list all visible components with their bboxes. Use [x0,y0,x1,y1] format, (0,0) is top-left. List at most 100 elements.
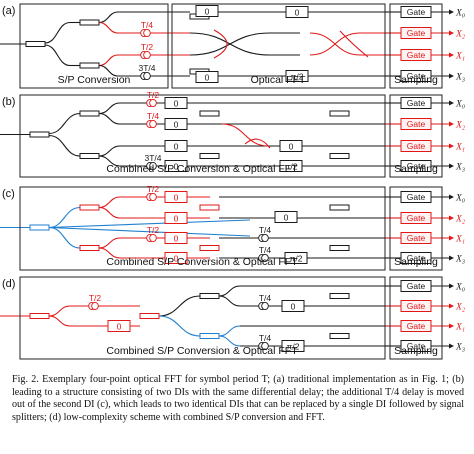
phase-shifter-label: 0 [117,321,122,331]
section-title: Sampling [394,74,438,86]
arrowhead [449,255,454,261]
output-label: X₀ [455,283,465,293]
waveguide [48,315,71,327]
section-title: S/P Conversion [58,74,131,86]
delay-coil [261,341,269,351]
phase-shifter [164,232,188,244]
output-label: X₃ [455,255,465,265]
delay-label: T/4 [259,225,272,235]
delay-label: T/4 [259,245,272,255]
phase-shifter-label: 0 [174,233,179,243]
delay-coil [149,119,157,129]
gate-label: Gate [407,281,426,291]
combined-frame [19,276,386,360]
waveguide [98,206,121,219]
phase-shifter [164,140,188,152]
waveguide [218,295,241,307]
waveguide [48,206,81,229]
phase-shifter-label: 0 [205,72,210,82]
waveguide [98,54,119,67]
crossing-arrow [244,138,271,149]
phase-shifter-label: 0 [289,141,294,151]
phase-shifter-label: π/2 [287,341,300,351]
gate-label: Gate [407,161,426,171]
waveguide [218,325,241,337]
arrowhead [449,343,454,349]
arrowhead [449,30,454,36]
gate-box [400,6,432,18]
section-title: Combined S/P Conversion & Optical FFT [106,163,298,175]
phase-shifter [164,252,188,264]
waveguide [48,219,251,229]
gate-box [400,212,432,224]
delay-coil [149,192,157,202]
delay-coil [261,233,269,243]
waveguide [98,11,119,24]
coupler [199,153,220,159]
arrowhead [449,235,454,241]
phase-shifter [279,140,303,152]
coupler [29,131,50,138]
arrowhead [449,100,454,106]
waveguide [98,196,121,209]
delay-label: T/4 [259,333,272,343]
waveguide [44,21,71,44]
output-label: X₃ [455,343,465,353]
waveguide [48,226,251,237]
phase-shifter [195,5,219,17]
output-label: X₁ [455,52,465,62]
panel-label: (a) [2,5,15,17]
section-title: Optical FFT [251,74,306,86]
gate-label: Gate [407,119,426,129]
output-label: X₂ [455,303,466,313]
gate-box [400,160,432,172]
phase-shifter-label: π/2 [285,161,298,171]
gate-label: Gate [407,341,426,351]
waveguide [189,32,271,56]
arrowhead [449,283,454,289]
arrowhead [449,9,454,15]
output-label: X₀ [455,100,465,110]
phase-shifter-label: 0 [174,192,179,202]
waveguide [48,112,81,135]
output-label: X₃ [455,73,465,83]
delay-coil [261,301,269,311]
gate-box [400,340,432,352]
arrowhead [449,303,454,309]
output-label: X₀ [455,194,465,204]
coupler [79,110,100,117]
delay-coil [149,161,157,171]
gate-box [400,300,432,312]
waveguide [158,295,201,317]
crossing-arrow [339,30,369,58]
coupler [79,204,100,211]
delay-label: 3T/4 [144,153,161,163]
coupler [199,333,220,339]
delay-label: T/2 [147,225,160,235]
gate-box [400,97,432,109]
phase-shifter [164,118,188,130]
section-title: Combined S/P Conversion & Optical FFT [106,256,298,268]
output-label: X₂ [455,30,466,40]
gate-label: Gate [407,213,426,223]
optical-fft-diagram: (a) S/P Conversion Optical FFT SamplingGate… [0,3,466,360]
phase-shifter-label: 0 [174,119,179,129]
phase-shifter-label: 0 [174,253,179,263]
gate-label: Gate [407,253,426,263]
phase-shifter [164,212,188,224]
coupler [199,293,220,299]
coupler [329,245,350,251]
waveguide [44,44,71,67]
gate-label: Gate [407,301,426,311]
gate-box [400,118,432,130]
phase-shifter-label: 0 [174,141,179,151]
arrowhead [449,121,454,127]
figure-caption: Fig. 2. Exemplary four-point optical FFT… [12,374,464,423]
gate-label: Gate [407,192,426,202]
gate-box [400,191,432,203]
panel-label: (b) [2,96,15,108]
phase-shifter-label: 0 [205,6,210,16]
waveguide [48,305,71,317]
delay-label: 3T/4 [138,63,155,73]
coupler [79,19,100,26]
